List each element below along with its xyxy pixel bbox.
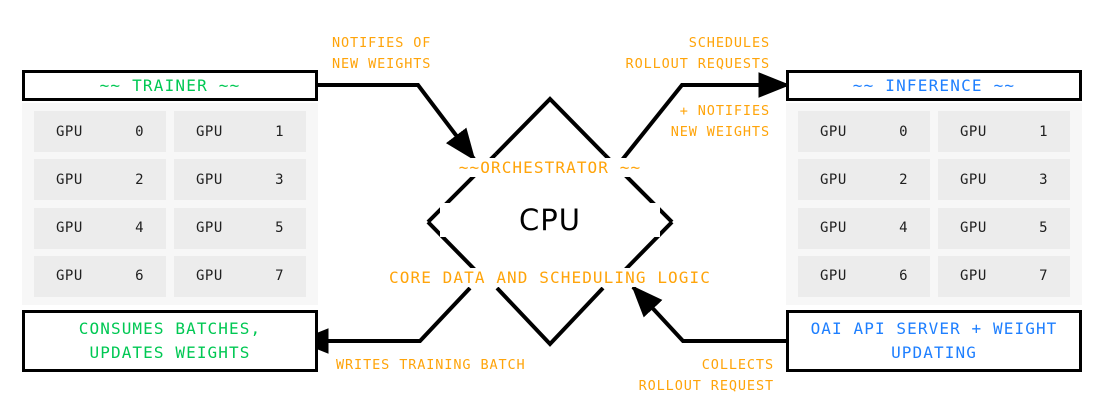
gpu-label: GPU [56,123,83,140]
orchestrator-subtitle: CORE DATA AND SCHEDULING LOGIC [350,268,750,287]
gpu-cell: GPU 5 [938,207,1070,249]
gpu-index: 6 [899,268,908,285]
gpu-cell: GPU 5 [174,207,306,249]
table-row: GPU 0 GPU 1 [34,111,306,152]
gpu-index: 6 [135,268,144,285]
inference-header-box: ~~ INFERENCE ~~ [786,70,1082,101]
gpu-label: GPU [56,171,83,188]
edge-label-collects-rollout-request: COLLECTS ROLLOUT REQUEST [638,357,774,394]
gpu-cell: GPU 1 [174,111,306,152]
inference-gpu-panel: GPU 0 GPU 1 GPU 2 GPU 3 GPU 4 [786,103,1082,305]
gpu-label: GPU [56,220,83,237]
edge-label-notifies-of-new-weights: NOTIFIES OF NEW WEIGHTS [332,35,432,72]
table-row: GPU 0 GPU 1 [798,111,1070,152]
arrow-oai-to-orchestrator [631,285,790,343]
gpu-index: 4 [899,220,908,237]
gpu-cell: GPU 2 [34,159,166,201]
table-row: GPU 4 GPU 5 [34,207,306,249]
gpu-index: 0 [135,123,144,140]
table-row: GPU 2 GPU 3 [798,159,1070,201]
gpu-label: GPU [960,171,987,188]
table-row: GPU 6 GPU 7 [34,255,306,297]
oai-desc-line-1: OAI API SERVER + WEIGHT [810,319,1058,338]
gpu-label: GPU [196,220,223,237]
gpu-index: 7 [275,268,284,285]
gpu-label: GPU [196,268,223,285]
trainer-header-box: ~~ TRAINER ~~ [22,70,318,101]
gpu-cell: GPU 4 [798,207,930,249]
orchestrator-device-label: CPU [440,203,660,237]
inference-title: ~~ INFERENCE ~~ [852,76,1016,95]
gpu-cell: GPU 0 [34,111,166,152]
orchestrator-diamond-bottom-vertex [495,286,605,347]
gpu-index: 7 [1039,268,1048,285]
gpu-cell: GPU 0 [798,111,930,152]
arrow-orchestrator-to-trainer-desc [296,286,472,354]
gpu-cell: GPU 6 [798,255,930,297]
gpu-cell: GPU 2 [798,159,930,201]
table-row: GPU 6 GPU 7 [798,255,1070,297]
trainer-title: ~~ TRAINER ~~ [99,76,241,95]
trainer-desc-line-2: UPDATES WEIGHTS [89,343,251,362]
gpu-index: 5 [275,220,284,237]
gpu-label: GPU [960,123,987,140]
gpu-index: 2 [899,171,908,188]
table-row: GPU 2 GPU 3 [34,159,306,201]
gpu-index: 2 [135,171,144,188]
gpu-cell: GPU 7 [938,255,1070,297]
trainer-gpu-panel: GPU 0 GPU 1 GPU 2 GPU 3 GPU 4 [22,103,318,305]
gpu-cell: GPU 3 [938,159,1070,201]
gpu-index: 4 [135,220,144,237]
trainer-desc-line-1: CONSUMES BATCHES, [78,319,262,338]
edge-label-writes-training-batch: WRITES TRAINING BATCH [336,357,526,373]
gpu-cell: GPU 3 [174,159,306,201]
gpu-label: GPU [960,220,987,237]
gpu-cell: GPU 4 [34,207,166,249]
gpu-label: GPU [820,268,847,285]
gpu-index: 0 [899,123,908,140]
gpu-cell: GPU 1 [938,111,1070,152]
table-row: GPU 4 GPU 5 [798,207,1070,249]
gpu-cell: GPU 7 [174,255,306,297]
oai-description-box: OAI API SERVER + WEIGHT UPDATING [786,310,1082,372]
trainer-description-box: CONSUMES BATCHES, UPDATES WEIGHTS [22,310,318,372]
gpu-label: GPU [960,268,987,285]
gpu-index: 3 [1039,171,1048,188]
edge-label-schedules-rollout-requests: SCHEDULES ROLLOUT REQUESTS [625,35,770,72]
gpu-label: GPU [820,220,847,237]
gpu-label: GPU [820,171,847,188]
oai-desc-line-2: UPDATING [891,343,977,362]
gpu-index: 1 [1039,123,1048,140]
arrow-trainer-to-orchestrator [293,83,476,161]
gpu-cell: GPU 6 [34,255,166,297]
gpu-label: GPU [820,123,847,140]
gpu-label: GPU [56,268,83,285]
orchestrator-title: ~~ORCHESTRATOR ~~ [380,158,720,177]
gpu-label: GPU [196,171,223,188]
gpu-index: 5 [1039,220,1048,237]
gpu-index: 3 [275,171,284,188]
gpu-label: GPU [196,123,223,140]
edge-label-plus-notifies-new-weights: + NOTIFIES NEW WEIGHTS [670,103,770,140]
gpu-index: 1 [275,123,284,140]
